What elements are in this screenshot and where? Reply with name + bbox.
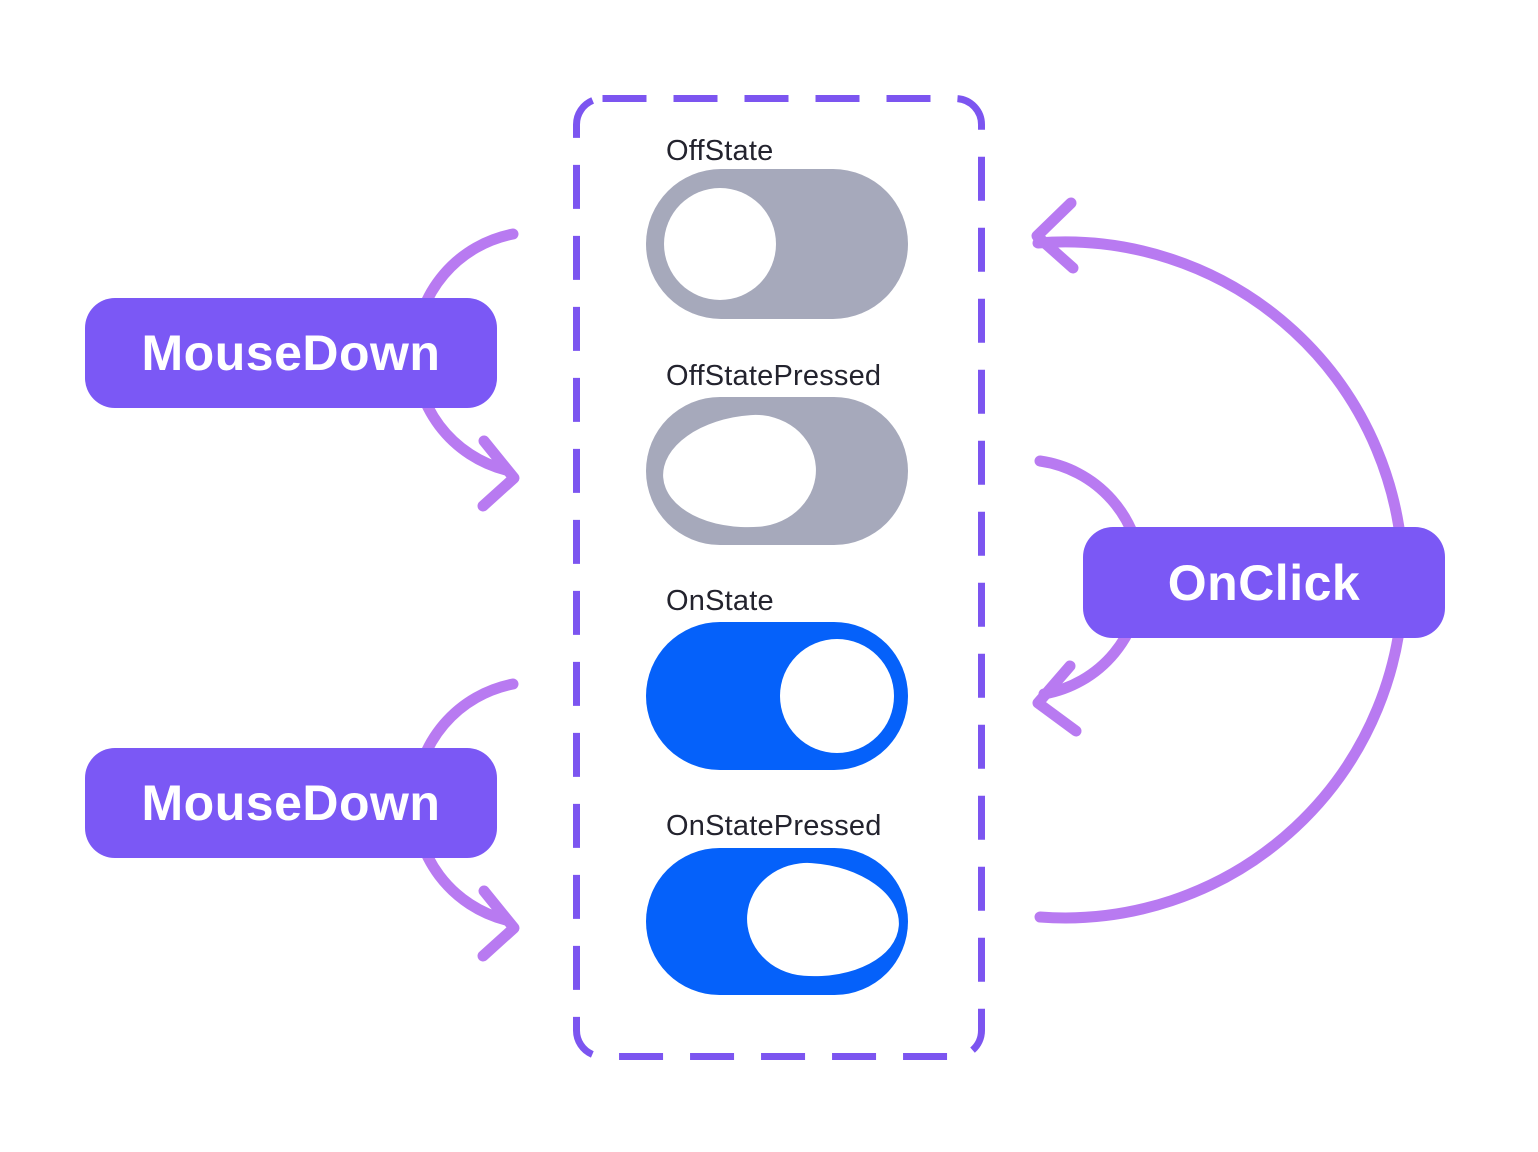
- toggle-knob: [780, 639, 894, 753]
- mousedown-bottom-arrowhead-icon: [477, 885, 520, 962]
- toggle-knob: [664, 188, 776, 300]
- toggle-offstatepressed[interactable]: [646, 397, 908, 545]
- onclick-big-arrowhead-icon: [1031, 197, 1079, 274]
- state-label-onstatepressed: OnStatePressed: [666, 810, 882, 842]
- states-panel-dashed-border: [573, 95, 985, 1060]
- toggle-knob-pressed: [659, 410, 820, 534]
- mousedown-bottom-badge[interactable]: MouseDown: [85, 748, 497, 858]
- onclick-small-arrowhead-icon: [1032, 660, 1082, 737]
- toggle-offstate[interactable]: [646, 169, 908, 319]
- state-label-offstatepressed: OffStatePressed: [666, 360, 882, 392]
- state-label-onstate: OnState: [666, 585, 774, 617]
- onclick-badge[interactable]: OnClick: [1083, 527, 1445, 638]
- toggle-onstate[interactable]: [646, 622, 908, 770]
- state-label-offstate: OffState: [666, 135, 774, 167]
- toggle-knob-pressed: [743, 858, 903, 983]
- mousedown-top-badge[interactable]: MouseDown: [85, 298, 497, 408]
- toggle-onstatepressed[interactable]: [646, 848, 908, 995]
- mousedown-top-arrowhead-icon: [477, 435, 520, 512]
